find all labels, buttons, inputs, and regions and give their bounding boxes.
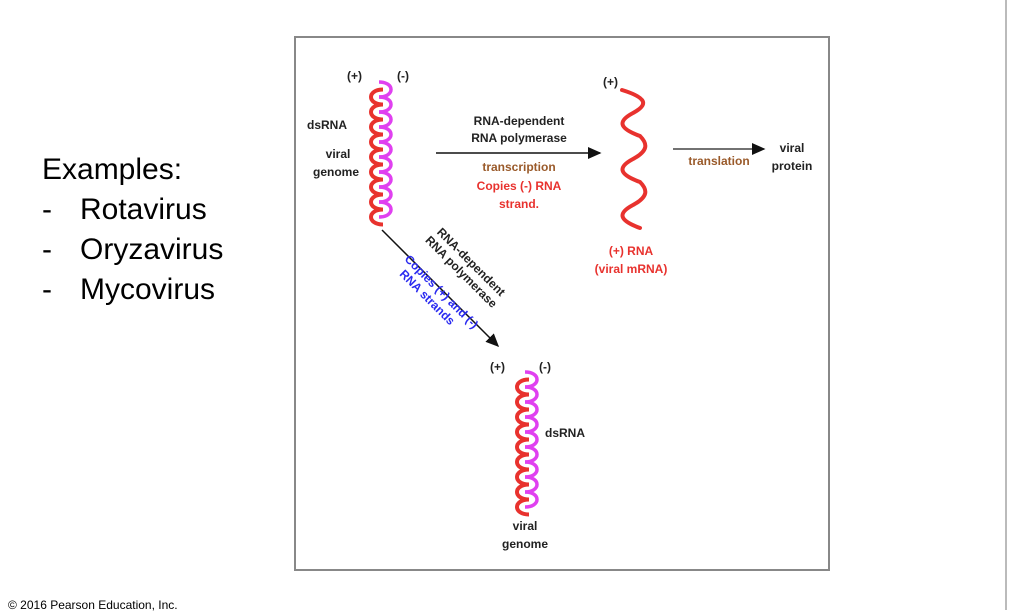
top-viral-label: viral <box>326 147 351 161</box>
mrna-strand <box>620 88 648 230</box>
example-oryzavirus: Oryzavirus <box>80 233 224 266</box>
bottom-genome-label: genome <box>502 537 548 551</box>
transcription-label: transcription <box>482 160 555 174</box>
example-mycovirus: Mycovirus <box>80 273 216 306</box>
plus-strand-segment <box>515 497 530 517</box>
plus-strand-segment <box>369 207 384 227</box>
top-dsrna-label: dsRNA <box>307 118 347 132</box>
list-item: -Mycovirus <box>42 270 223 310</box>
examples-heading: Examples: <box>42 153 183 186</box>
bottom-viral-label: viral <box>513 519 538 533</box>
diagram-frame <box>294 36 830 571</box>
list-item: -Rotavirus <box>42 190 223 230</box>
bottom-dsrna-label: dsRNA <box>545 426 585 440</box>
replication-arrow <box>381 229 500 348</box>
dsrna-helix-bottom <box>515 370 539 517</box>
mrna-plus-label: (+) <box>603 75 618 89</box>
mrna-label-line1: (+) RNA <box>609 244 654 258</box>
transcription-enzyme-line1: RNA-dependent <box>474 114 565 128</box>
viral-protein-line1: viral <box>780 141 805 155</box>
transcription-enzyme-line2: RNA polymerase <box>471 131 567 145</box>
viral-protein-line2: protein <box>772 159 813 173</box>
minus-strand-segment <box>524 490 539 509</box>
bottom-minus-label: (-) <box>539 360 551 374</box>
dsrna-helix-top <box>369 80 393 227</box>
mrna-label-line2: (viral mRNA) <box>595 262 668 276</box>
top-genome-label: genome <box>313 165 359 179</box>
transcription-note-line2: strand. <box>499 197 539 211</box>
copyright: © 2016 Pearson Education, Inc. <box>8 598 178 612</box>
example-rotavirus: Rotavirus <box>80 193 207 226</box>
translation-label: translation <box>688 154 749 168</box>
transcription-note-line1: Copies (-) RNA <box>477 179 562 193</box>
slide-edge <box>1005 0 1007 610</box>
minus-strand-segment <box>378 200 393 219</box>
top-plus-label: (+) <box>347 69 362 83</box>
bottom-plus-label: (+) <box>490 360 505 374</box>
list-item: -Oryzavirus <box>42 230 223 270</box>
top-minus-label: (-) <box>397 69 409 83</box>
examples-list: Examples: -Rotavirus -Oryzavirus -Mycovi… <box>42 150 223 310</box>
